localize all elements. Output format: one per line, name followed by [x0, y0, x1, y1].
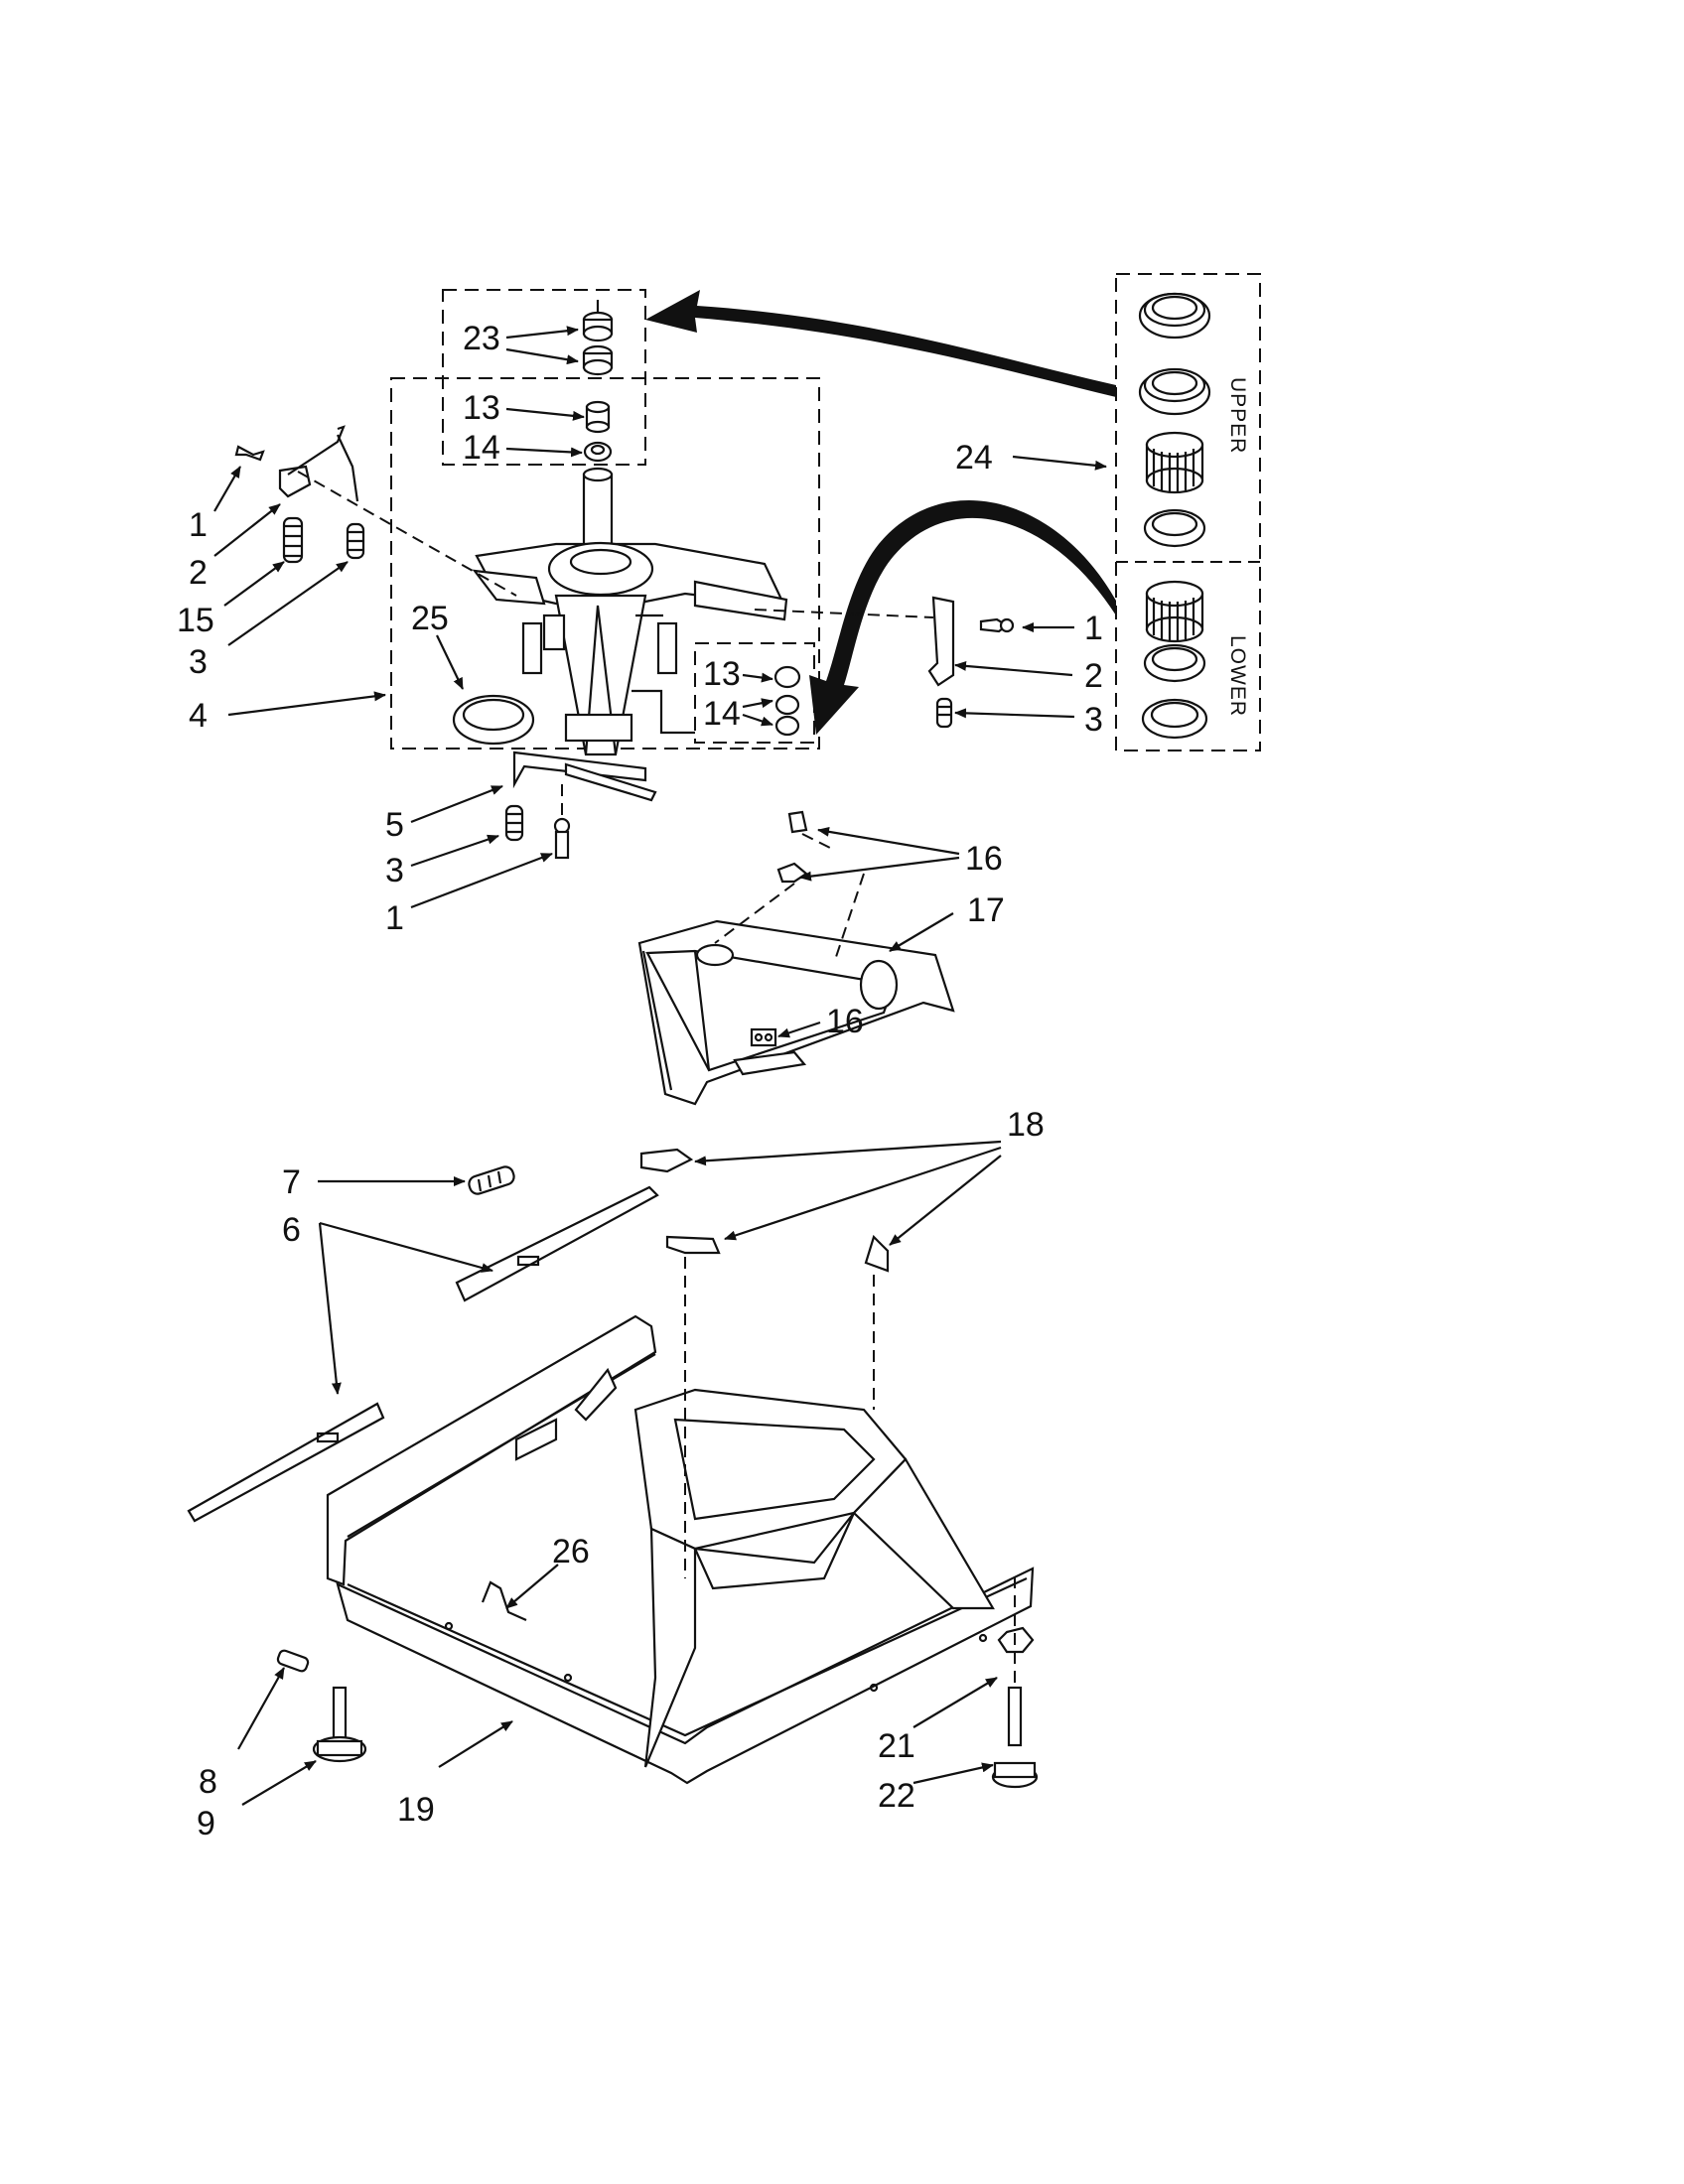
upper-splined-bearing [1145, 431, 1204, 494]
callout-21: 21 [878, 1727, 915, 1765]
mechanism-parts [234, 300, 1015, 860]
lower-splined-bearing [1145, 580, 1204, 643]
callout-3-right: 3 [1084, 701, 1103, 739]
connector-line [632, 689, 695, 735]
lower-flat-ring-2 [1141, 698, 1208, 740]
upper-flat-ring [1143, 508, 1206, 548]
repair-kit-parts: UPPER LOWER [1138, 292, 1249, 740]
left-spring-3 [346, 522, 365, 560]
callout-23: 23 [463, 320, 500, 357]
seal-ring-25 [452, 694, 535, 746]
lower-screw-1 [553, 817, 571, 860]
callout-14-top: 14 [463, 429, 500, 467]
lower-bracket-assembly [504, 751, 657, 860]
callout-leaders [213, 326, 1107, 1806]
left-bracket-assembly [234, 425, 517, 597]
callout-2-right: 2 [1084, 657, 1103, 695]
kit-upper-label: UPPER [1226, 377, 1249, 454]
lower-spring-3 [504, 804, 524, 842]
callout-numbers: 1 2 15 3 4 25 23 13 14 13 14 24 1 2 3 5 … [177, 320, 1103, 1843]
hub-spider [472, 541, 788, 756]
callout-3-lower: 3 [385, 852, 404, 889]
callout-1-lower: 1 [385, 899, 404, 937]
upper-seal-ring [1138, 292, 1211, 340]
spring-7 [468, 1165, 515, 1195]
pin-8 [276, 1649, 310, 1673]
callout-15: 15 [177, 602, 214, 639]
left-spring-15 [282, 516, 304, 564]
clip-26 [481, 1580, 527, 1622]
callout-6: 6 [282, 1211, 301, 1249]
right-spring-3 [935, 697, 953, 729]
callout-13-lower: 13 [703, 655, 741, 693]
callout-24: 24 [955, 439, 993, 477]
callout-19: 19 [397, 1791, 435, 1829]
suspension-frame-17 [637, 810, 955, 1106]
right-bracket-assembly [754, 596, 1015, 729]
bushing-13-lower [773, 665, 801, 689]
kit-arrows [645, 290, 1116, 735]
callout-16-bottom: 16 [826, 1003, 864, 1040]
callout-26: 26 [552, 1533, 590, 1570]
callout-5: 5 [385, 806, 404, 844]
callout-1-left: 1 [189, 506, 208, 544]
callout-3-left: 3 [189, 643, 208, 681]
callout-13-top: 13 [463, 389, 500, 427]
upper-bushing-23a [582, 300, 614, 342]
base-frame-19 [326, 1314, 1035, 1785]
lower-flat-ring [1143, 643, 1206, 683]
callout-22: 22 [878, 1777, 915, 1815]
pad-16a [787, 810, 808, 834]
callout-16-top: 16 [965, 840, 1003, 878]
callout-14-lower: 14 [703, 695, 741, 733]
callout-1-right: 1 [1084, 610, 1103, 647]
callout-9: 9 [197, 1805, 215, 1843]
pads-18 [639, 1148, 890, 1578]
callout-2-left: 2 [189, 554, 208, 592]
upper-bushing-23b [582, 344, 614, 376]
brace-bars-6 [187, 1185, 659, 1523]
repair-kit-box [1115, 273, 1261, 751]
callout-25: 25 [411, 600, 449, 637]
bushing-13-top [585, 400, 611, 434]
washer-14-top [583, 441, 613, 463]
kit-lower-label: LOWER [1226, 635, 1249, 717]
lower-kit-arrow [809, 500, 1116, 735]
dashed-group-boxes [390, 273, 1261, 751]
foot-22 [991, 1686, 1039, 1789]
callout-17: 17 [967, 891, 1005, 929]
upper-seal-ring-2 [1138, 367, 1211, 416]
callout-18: 18 [1007, 1106, 1045, 1144]
callout-4: 4 [189, 697, 208, 735]
upper-kit-arrow [645, 290, 1116, 397]
pad-16b [776, 862, 808, 884]
callout-8: 8 [199, 1763, 217, 1801]
callout-7: 7 [282, 1163, 301, 1201]
leveling-foot-9 [312, 1686, 367, 1763]
washer-14-lower [774, 694, 800, 737]
